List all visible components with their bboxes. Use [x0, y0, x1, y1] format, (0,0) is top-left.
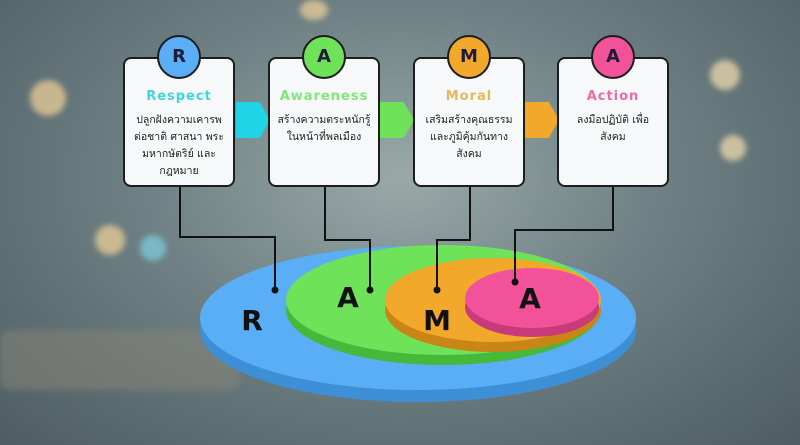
- bokeh-light: [710, 60, 740, 90]
- book-blur: [0, 330, 240, 390]
- connector-a2: [514, 187, 614, 282]
- card-desc: ปลูกฝังความเคารพ ต่อชาติ ศาสนา พระมหากษั…: [134, 114, 224, 177]
- connector-a: [324, 187, 371, 290]
- letter-badge: A: [302, 35, 346, 79]
- ring-label-a: A: [337, 281, 359, 314]
- card-desc: ลงมือปฏิบัติ เพื่อสังคม: [576, 114, 650, 143]
- ring-label-r: R: [241, 304, 263, 337]
- letter-badge: R: [157, 35, 201, 79]
- ring-a2: [465, 268, 599, 328]
- ring-label-a2: A: [519, 282, 541, 315]
- card-moral: M Moral เสริมสร้างคุณธรรม และภูมิคุ้มกัน…: [413, 35, 525, 187]
- bokeh-light: [140, 235, 166, 261]
- letter-badge: A: [591, 35, 635, 79]
- connector-r: [179, 187, 276, 290]
- card-title: Action: [586, 89, 640, 104]
- bokeh-light: [95, 225, 125, 255]
- bokeh-light: [30, 80, 66, 116]
- bokeh-light: [720, 135, 746, 161]
- card-respect: R Respect ปลูกฝังความเคารพ ต่อชาติ ศาสนา…: [123, 35, 235, 187]
- letter-badge: M: [447, 35, 491, 79]
- card-awareness: A Awareness สร้างความตระหนักรู้ ในหน้าที…: [268, 35, 380, 187]
- card-title: Moral: [445, 89, 493, 104]
- ring-label-m: M: [423, 304, 451, 337]
- connector-m: [436, 187, 471, 290]
- bokeh-light: [300, 0, 328, 20]
- card-desc: เสริมสร้างคุณธรรม และภูมิคุ้มกันทาง สังค…: [425, 114, 513, 160]
- card-title: Awareness: [279, 89, 369, 104]
- card-title: Respect: [146, 89, 212, 104]
- card-desc: สร้างความตระหนักรู้ ในหน้าที่พลเมือง: [277, 114, 371, 143]
- card-action: A Action ลงมือปฏิบัติ เพื่อสังคม: [557, 35, 669, 187]
